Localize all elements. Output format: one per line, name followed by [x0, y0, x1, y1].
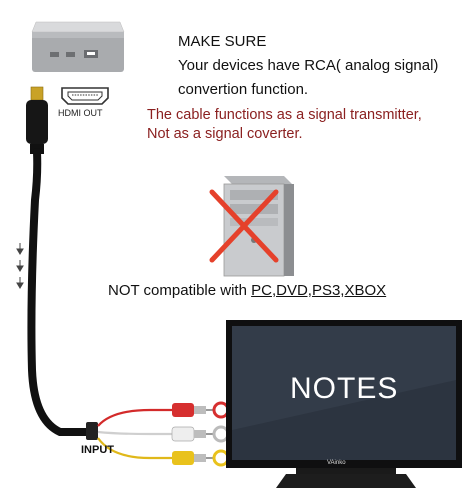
requirement-line-1: Your devices have RCA( analog signal)	[178, 57, 439, 74]
input-label: INPUT	[81, 444, 114, 456]
pc-tower-crossed-icon	[209, 176, 294, 277]
tv-illustration	[226, 320, 462, 488]
compatibility-notice: NOT compatible with PC,DVD,PS3,XBOX	[108, 282, 386, 299]
compat-prefix: NOT compatible with	[108, 282, 252, 299]
requirement-line-2: convertion function.	[178, 81, 309, 98]
source-device-illustration	[31, 21, 125, 72]
hdmi-out-label: HDMI OUT	[58, 108, 103, 118]
compat-items: PC,DVD,PS3,XBOX	[251, 282, 387, 299]
tv-brand-label: VAinko	[327, 460, 346, 466]
hdmi-port-icon	[61, 87, 109, 105]
warning-line-2: Not as a signal coverter.	[147, 126, 303, 142]
make-sure-heading: MAKE SURE	[178, 33, 267, 50]
tv-screen-text: NOTES	[290, 372, 399, 405]
warning-line-1: The cable functions as a signal transmit…	[147, 107, 422, 123]
